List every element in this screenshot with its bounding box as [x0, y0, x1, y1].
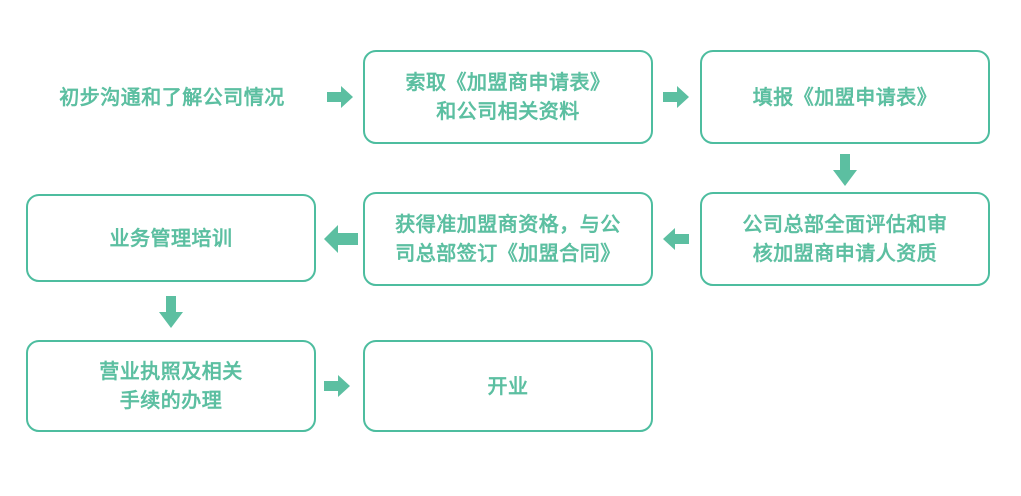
flow-node-submit-application-form[interactable]: 填报《加盟申请表》 [700, 50, 990, 144]
flow-node-label: 索取《加盟商申请表》 和公司相关资料 [405, 70, 611, 123]
flow-node-business-license[interactable]: 营业执照及相关 手续的办理 [26, 340, 316, 432]
flow-node-label: 初步沟通和了解公司情况 [59, 84, 285, 109]
flow-node-label: 业务管理培训 [109, 225, 233, 250]
flow-node-label: 开业 [487, 373, 529, 398]
arrow-right-n2-to-n3 [661, 82, 691, 112]
flow-node-request-application-form[interactable]: 索取《加盟商申请表》 和公司相关资料 [363, 50, 653, 144]
arrow-left-n4-to-n5 [661, 224, 691, 254]
flow-node-sign-franchise-contract[interactable]: 获得准加盟商资格，与公 司总部签订《加盟合同》 [363, 192, 653, 286]
arrow-left-n5-to-n6 [322, 222, 360, 256]
arrow-right-n7-to-n8 [322, 371, 352, 401]
flow-node-headquarters-review[interactable]: 公司总部全面评估和审 核加盟商申请人资质 [700, 192, 990, 286]
flow-node-business-training[interactable]: 业务管理培训 [26, 194, 316, 282]
arrow-down-n6-to-n7 [155, 294, 187, 330]
flow-node-label: 营业执照及相关 手续的办理 [99, 359, 243, 412]
flow-node-label: 填报《加盟申请表》 [752, 84, 938, 109]
arrow-down-n3-to-n4 [829, 152, 861, 188]
flow-node-initial-communication[interactable]: 初步沟通和了解公司情况 [22, 52, 322, 142]
arrow-right-n1-to-n2 [325, 82, 355, 112]
flow-node-grand-opening[interactable]: 开业 [363, 340, 653, 432]
flow-node-label: 公司总部全面评估和审 核加盟商申请人资质 [742, 212, 948, 265]
flow-node-label: 获得准加盟商资格，与公 司总部签订《加盟合同》 [395, 212, 621, 265]
